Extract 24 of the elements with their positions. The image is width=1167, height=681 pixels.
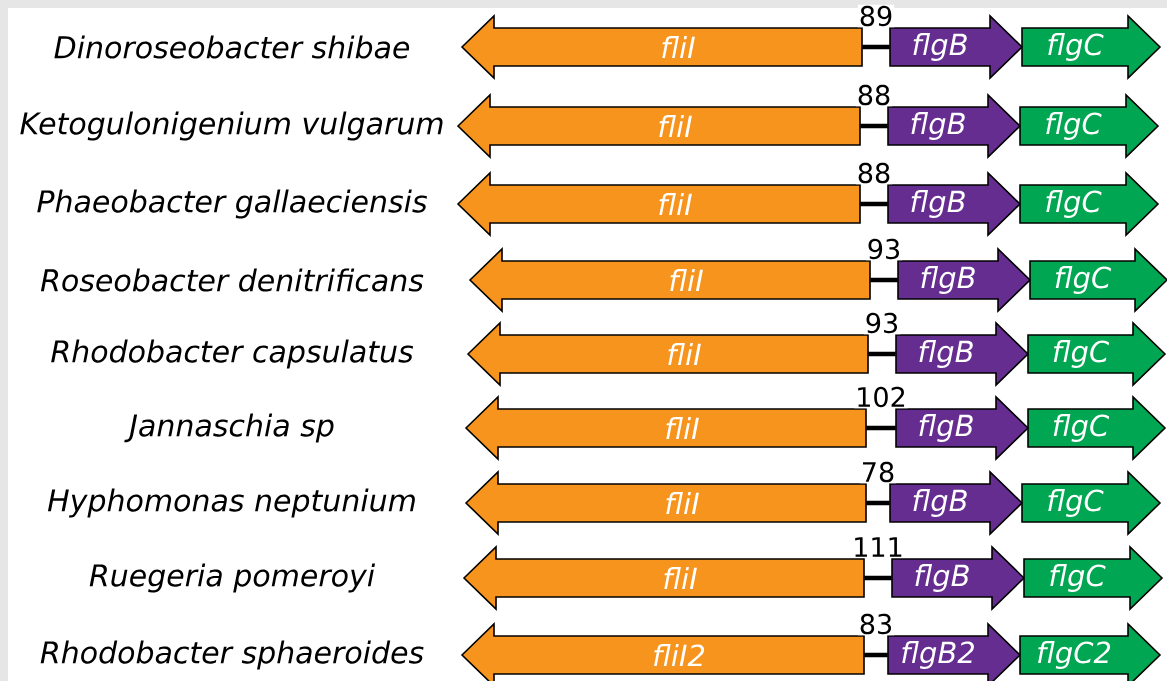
spacer-line (864, 652, 888, 658)
species-name: Roseobacter denitrificans (40, 268, 424, 292)
spacer-length: 83 (860, 613, 892, 635)
species-name: Hyphomonas neptunium (47, 488, 415, 518)
spacer-line (870, 277, 898, 283)
spacer-line (860, 201, 888, 207)
spacer-line (868, 351, 896, 357)
species-name: Ketogulonigenium vulgarum (20, 111, 443, 141)
species-name: Rhodobacter sphaeroides (40, 640, 424, 670)
spacer-line (866, 500, 890, 506)
spacer-line (866, 425, 896, 431)
species-name: Dinoroseobacter shibae (54, 35, 410, 59)
spacer-line (860, 123, 888, 129)
species-name: Ruegeria pomeroyi (89, 563, 375, 593)
spacer-line (864, 575, 892, 581)
spacer-length: 93 (868, 238, 900, 260)
spacer-length: 88 (858, 162, 890, 184)
species-name: Rhodobacter capsulatus (51, 339, 414, 369)
spacer-line (862, 44, 890, 50)
spacer-length: 93 (866, 312, 898, 334)
species-name: Phaeobacter gallaeciensis (37, 189, 427, 219)
species-name: Jannaschia sp (124, 413, 334, 443)
spacer-length: 88 (858, 84, 890, 106)
spacer-length: 89 (860, 5, 892, 27)
